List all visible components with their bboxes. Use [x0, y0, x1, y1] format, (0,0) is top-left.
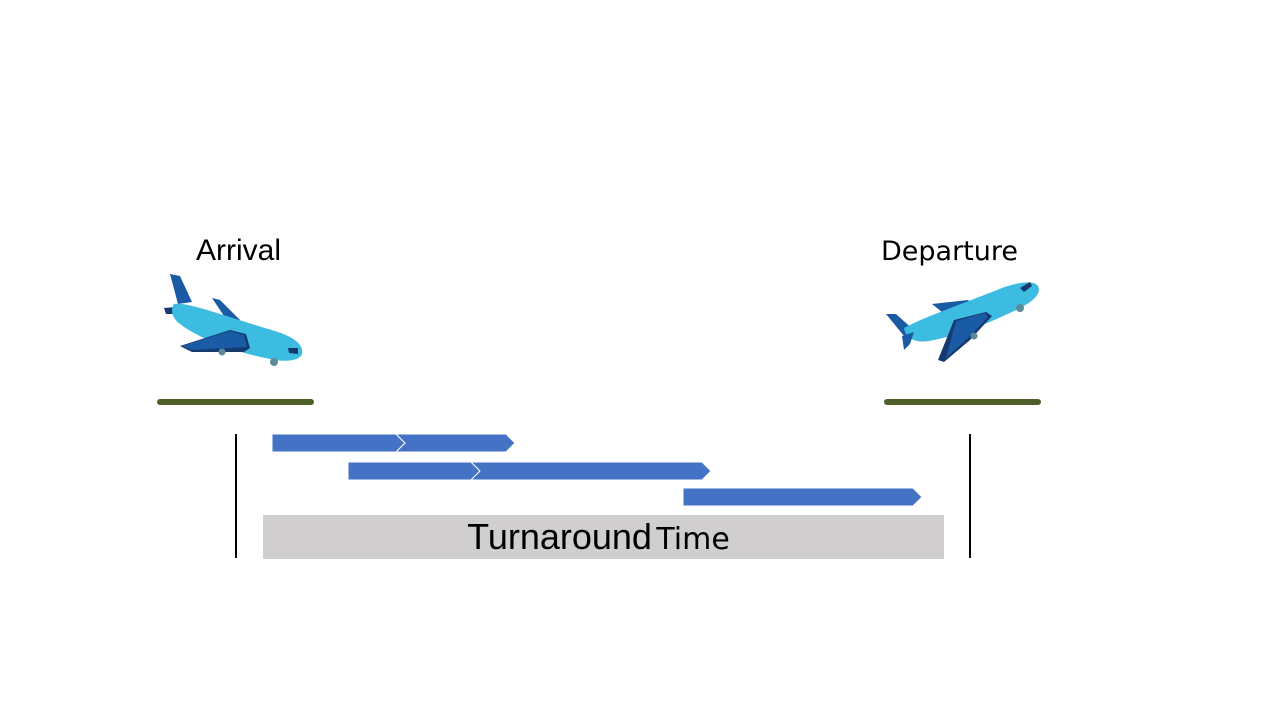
plane-landing-icon: [164, 274, 303, 366]
plane-landing-body: [164, 274, 303, 366]
turnaround-end-marker: [969, 434, 971, 558]
plane-takeoff-icon: [886, 282, 1039, 362]
plane-takeoff-body: [886, 282, 1039, 362]
activity-bars: [271, 433, 923, 507]
activity-bar-row1-segment2: [394, 433, 516, 453]
departure-label: Departure: [881, 236, 1019, 267]
arrival-label: Arrival: [196, 234, 282, 267]
ground-line-departure: [884, 399, 1041, 405]
activity-bar-row2-segment1: [347, 461, 481, 481]
turnaround-time-label: Turnaround Time: [467, 516, 730, 558]
turnaround-time-bar: Turnaround Time: [263, 515, 944, 559]
ground-line-arrival: [157, 399, 314, 405]
time-word: Time: [656, 522, 730, 557]
activity-bar-row2-segment2: [469, 461, 712, 481]
activity-bar-row3-segment1: [682, 487, 923, 507]
turnaround-start-marker: [235, 434, 237, 558]
activity-bar-row1-segment1: [271, 433, 406, 453]
turnaround-word: Turnaround: [467, 516, 652, 557]
